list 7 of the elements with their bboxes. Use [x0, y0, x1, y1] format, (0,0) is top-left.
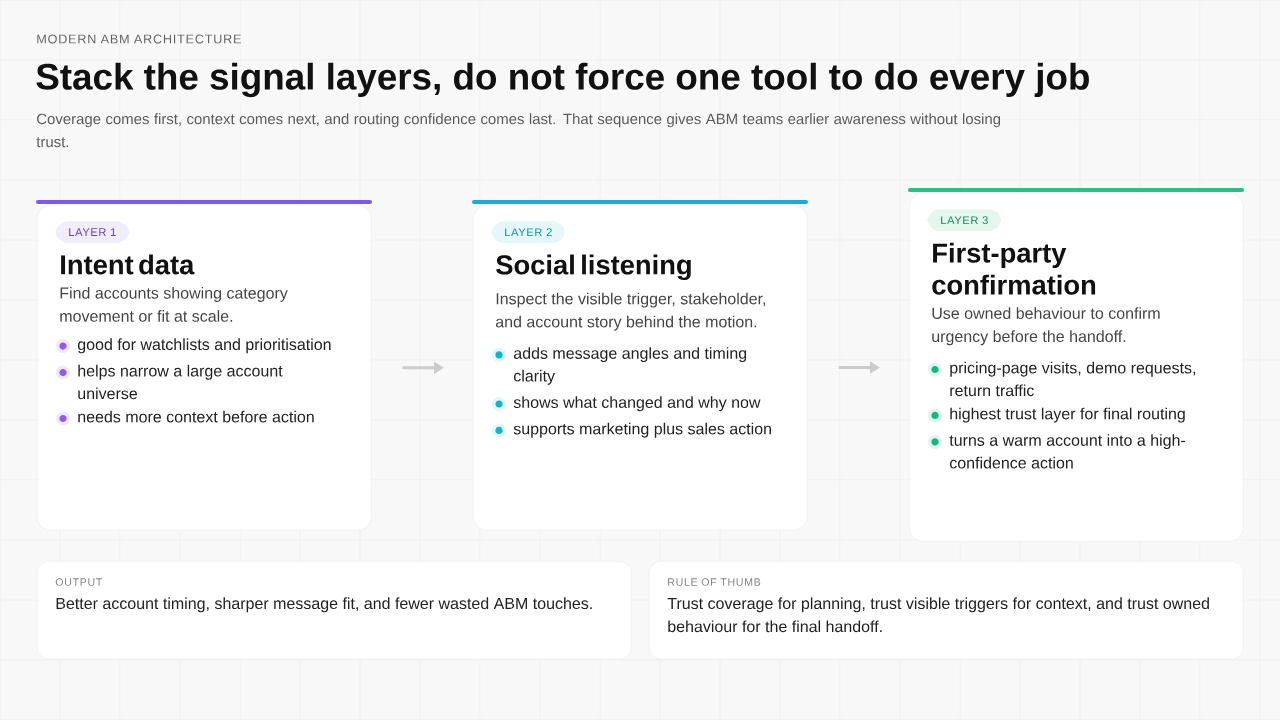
note-label: RULE OF THUMB — [668, 578, 761, 586]
title: Stack the signal layers, do not force one tool to do every job — [36, 62, 1089, 98]
subtitle: Coverage comes first, context comes next, and routing confidence comes last. That sequence gives ABM teams earlier awareness without losing trust. — [36, 113, 1001, 148]
note-text: Better account timing, sharper message fit, and fewer wasted ABM touches. — [56, 597, 592, 613]
note-text: Trust coverage for planning, trust visible triggers for context, and trust owned behaviour for the final handoff. — [667, 597, 1209, 633]
eyebrow-label: MODERN ABM ARCHITECTURE — [37, 34, 241, 44]
note-label: OUTPUT — [55, 578, 103, 586]
